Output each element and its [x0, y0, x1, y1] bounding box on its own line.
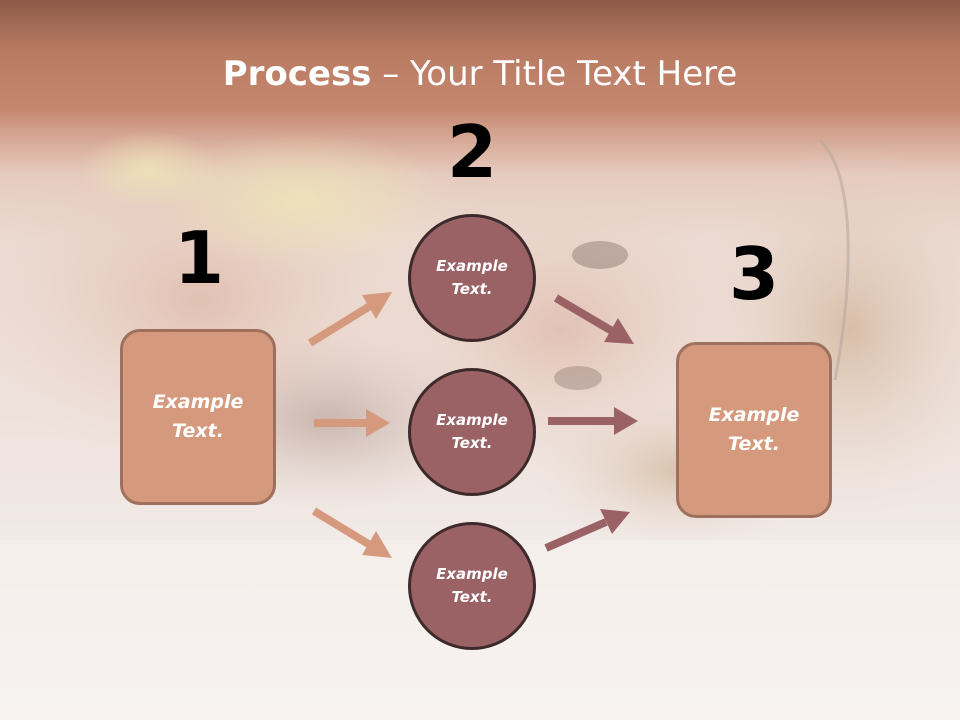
arrow-bottom-to-3: [544, 509, 630, 552]
step-number-2: 2: [446, 110, 498, 194]
step-2-circle-top: Example Text.: [408, 214, 536, 342]
step-2-circle-bottom: Example Text.: [408, 522, 536, 650]
arrow-1-to-bottom: [311, 507, 392, 558]
arrow-1-to-top: [307, 292, 392, 347]
step-1-box: Example Text.: [120, 329, 276, 505]
step-2-circle-middle: Example Text.: [408, 368, 536, 496]
step-2-text-top: Example Text.: [436, 257, 508, 298]
arrow-middle-to-3: [548, 407, 638, 435]
step-3-text: Example Text.: [708, 404, 800, 455]
arrow-1-to-middle: [314, 409, 390, 437]
slide-title: Process – Your Title Text Here: [0, 52, 960, 96]
step-1-text: Example Text.: [152, 391, 244, 442]
step-2-text-bottom: Example Text.: [436, 565, 508, 606]
step-3-box: Example Text.: [676, 342, 832, 518]
step-2-text-middle: Example Text.: [436, 411, 508, 452]
title-rest: – Your Title Text Here: [371, 54, 738, 94]
step-number-3: 3: [728, 232, 780, 316]
arrow-top-to-3: [553, 294, 634, 344]
step-number-1: 1: [173, 216, 225, 300]
title-bold: Process: [222, 54, 372, 94]
